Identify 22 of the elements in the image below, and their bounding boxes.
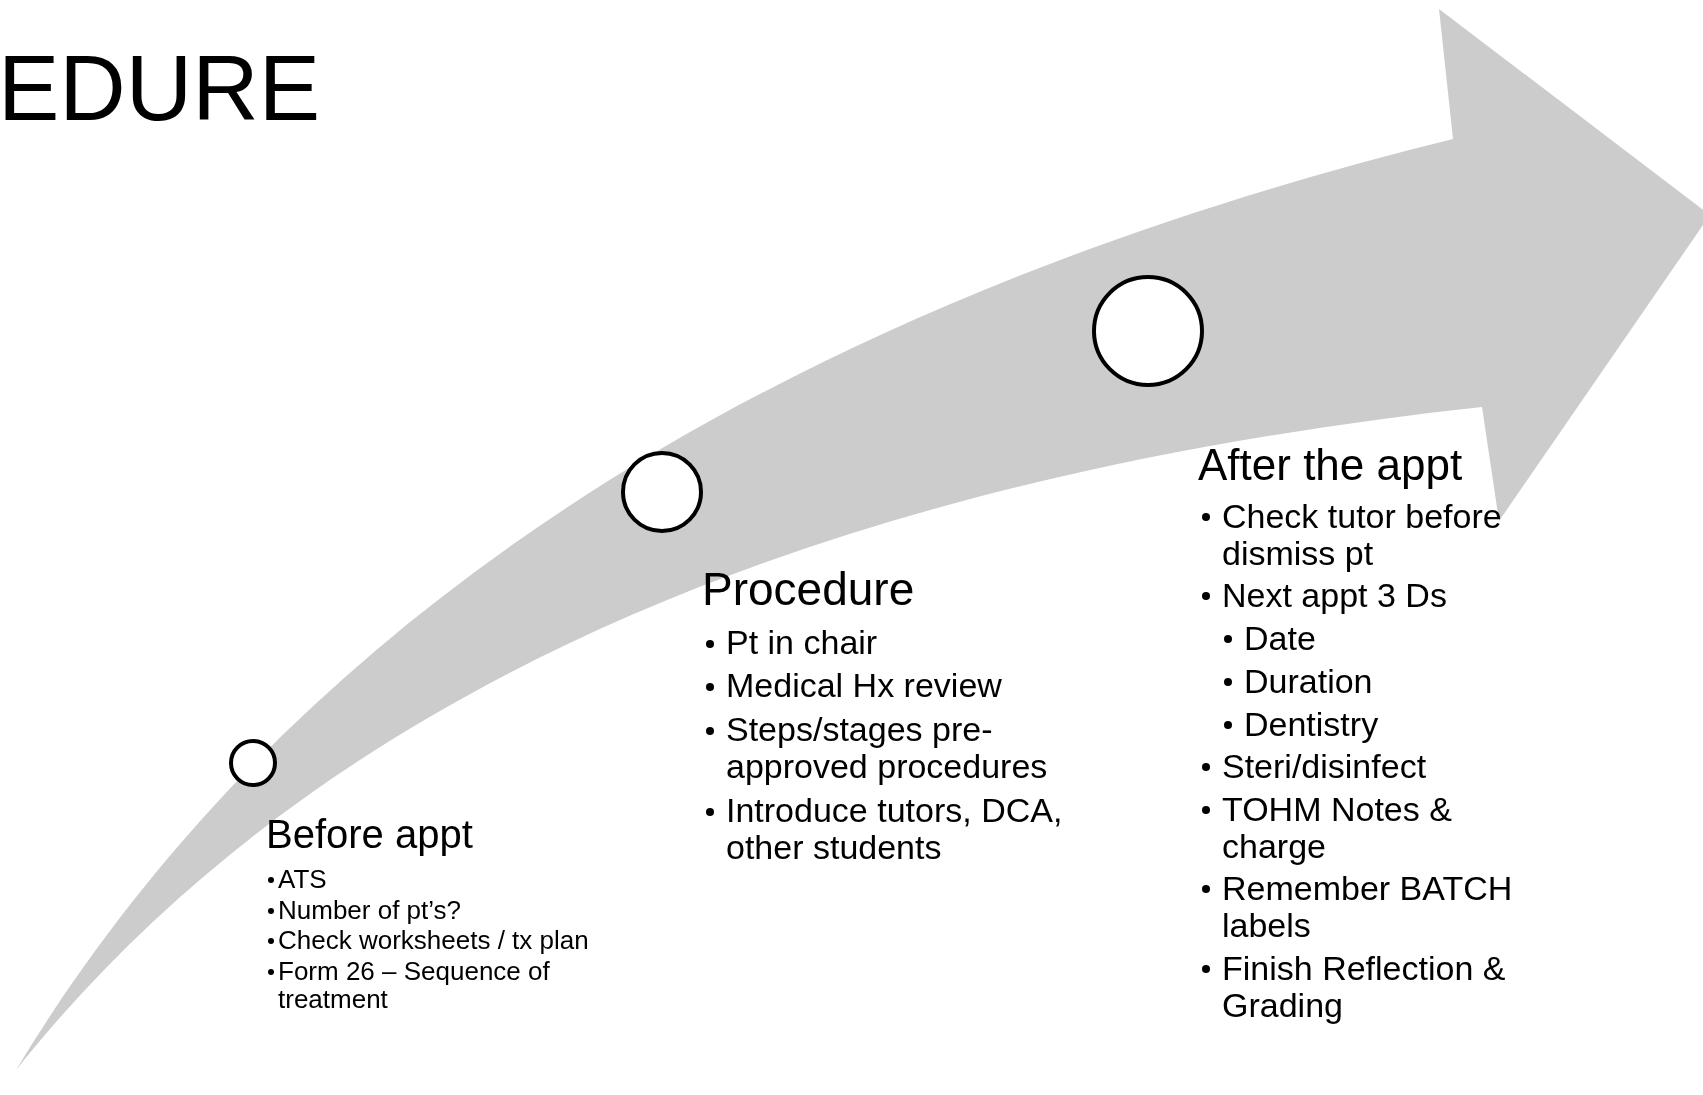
bullet-text: Check worksheets / tx plan: [278, 926, 590, 955]
bullet-text: Steps/stages pre-approved procedures: [726, 710, 1049, 786]
bullet-text: Duration: [1244, 662, 1374, 700]
bullet-text: Steri/disinfect: [1222, 748, 1428, 786]
bullet-text: ATS: [278, 865, 328, 894]
bullet-text: Remember BATCH labels: [1222, 870, 1514, 944]
bullet-text: Check tutor before dismiss pt: [1222, 498, 1503, 572]
bullet-text: Pt in chair: [726, 624, 879, 662]
section-heading: Before appt: [266, 812, 473, 857]
bullet-text: Dentistry: [1244, 705, 1380, 743]
bullet-text: Medical Hx review: [726, 667, 1003, 705]
bullet-text: Introduce tutors, DCA, other students: [726, 791, 1064, 867]
section-heading: After the appt: [1198, 440, 1463, 490]
bullet-text: Form 26 – Sequence of treatment: [278, 956, 551, 1014]
bullet-text: Number of pt’s?: [278, 895, 463, 925]
bullet-text: Finish Reflection & Grading: [1222, 949, 1507, 1024]
section-heading: Procedure: [702, 562, 915, 616]
slide-title: EDURE: [0, 42, 321, 134]
bullet-text: Next appt 3 Ds: [1222, 577, 1448, 615]
bullet-text: Date: [1244, 620, 1317, 657]
bullet-text: TOHM Notes & charge: [1222, 791, 1453, 865]
step-circle: [229, 739, 277, 787]
